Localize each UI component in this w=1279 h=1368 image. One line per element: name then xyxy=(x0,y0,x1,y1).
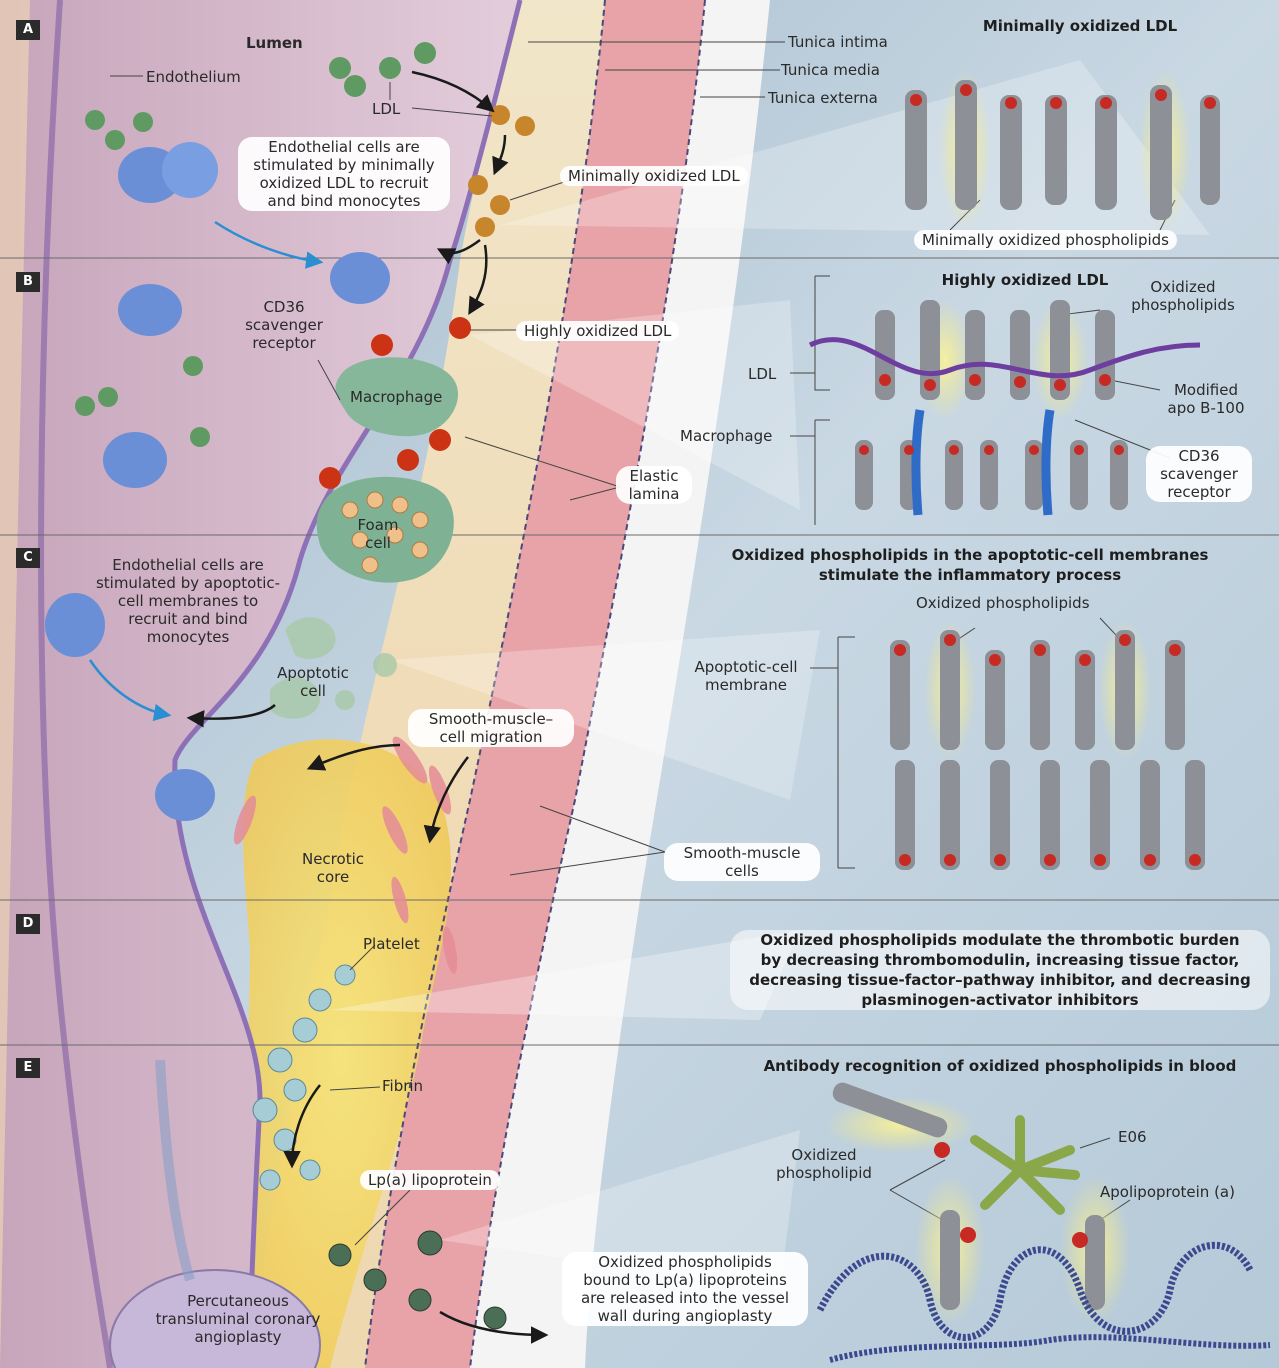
panel-letter-a: A xyxy=(16,20,40,40)
label-lumen: Lumen xyxy=(246,34,303,52)
label-apolipoprotein: Apolipoprotein (a) xyxy=(1100,1183,1235,1201)
label-ldl: LDL xyxy=(372,100,400,118)
label-macrophage-left: Macrophage xyxy=(350,388,442,406)
panel-letter-b: B xyxy=(16,272,40,292)
label-min-ox-ldl: Minimally oxidized LDL xyxy=(560,166,748,186)
label-tunica-media: Tunica media xyxy=(781,61,880,79)
label-released-text: Oxidized phospholipids bound to Lp(a) li… xyxy=(562,1252,808,1326)
label-apoptotic-cell: Apoptotic cell xyxy=(268,664,358,700)
panel-letter-c: C xyxy=(16,548,40,568)
panel-b-title: Highly oxidized LDL xyxy=(910,270,1140,290)
label-modified-apo: Modified apo B-100 xyxy=(1160,381,1252,417)
panel-c-title: Oxidized phospholipids in the apoptotic-… xyxy=(680,545,1260,585)
label-cd36-left: CD36 scavenger receptor xyxy=(244,298,324,352)
label-endothelial-c: Endothelial cells are stimulated by apop… xyxy=(80,556,296,646)
label-cd36-right: CD36 scavenger receptor xyxy=(1146,446,1252,502)
label-apoptotic-membrane: Apoptotic-cell membrane xyxy=(684,658,808,694)
label-fibrin: Fibrin xyxy=(382,1077,423,1095)
label-oxidized-phospholipids-b: Oxidized phospholipids xyxy=(1120,278,1246,314)
label-necrotic-core: Necrotic core xyxy=(288,850,378,886)
label-macrophage-right: Macrophage xyxy=(680,427,772,445)
label-highly-ox-ldl: Highly oxidized LDL xyxy=(516,321,679,341)
panel-d-title: Oxidized phospholipids modulate the thro… xyxy=(730,930,1270,1010)
label-elastic-lamina: Elastic lamina xyxy=(616,466,692,504)
label-foam-cell: Foam cell xyxy=(352,516,404,552)
panel-letter-d: D xyxy=(16,914,40,934)
label-e06: E06 xyxy=(1118,1128,1147,1146)
label-oxidized-phospholipids-c: Oxidized phospholipids xyxy=(916,594,1090,612)
label-tunica-externa: Tunica externa xyxy=(768,89,878,107)
panel-a-title: Minimally oxidized LDL xyxy=(940,16,1220,36)
label-endothelium: Endothelium xyxy=(146,68,241,86)
label-smc-cells: Smooth-muscle cells xyxy=(664,843,820,881)
label-smc-migration: Smooth-muscle– cell migration xyxy=(408,709,574,747)
panel-e-title: Antibody recognition of oxidized phospho… xyxy=(745,1056,1255,1076)
label-lpa: Lp(a) lipoprotein xyxy=(360,1170,500,1190)
panel-letter-e: E xyxy=(16,1058,40,1078)
label-ldl-right: LDL xyxy=(748,365,776,383)
label-min-ox-phospholipids: Minimally oxidized phospholipids xyxy=(914,230,1177,250)
label-ptca: Percutaneous transluminal coronary angio… xyxy=(140,1292,336,1346)
label-oxidized-phospholipid-e: Oxidized phospholipid xyxy=(766,1146,882,1182)
label-endothelial-a: Endothelial cells are stimulated by mini… xyxy=(238,137,450,211)
label-tunica-intima: Tunica intima xyxy=(788,33,888,51)
label-platelet: Platelet xyxy=(363,935,420,953)
